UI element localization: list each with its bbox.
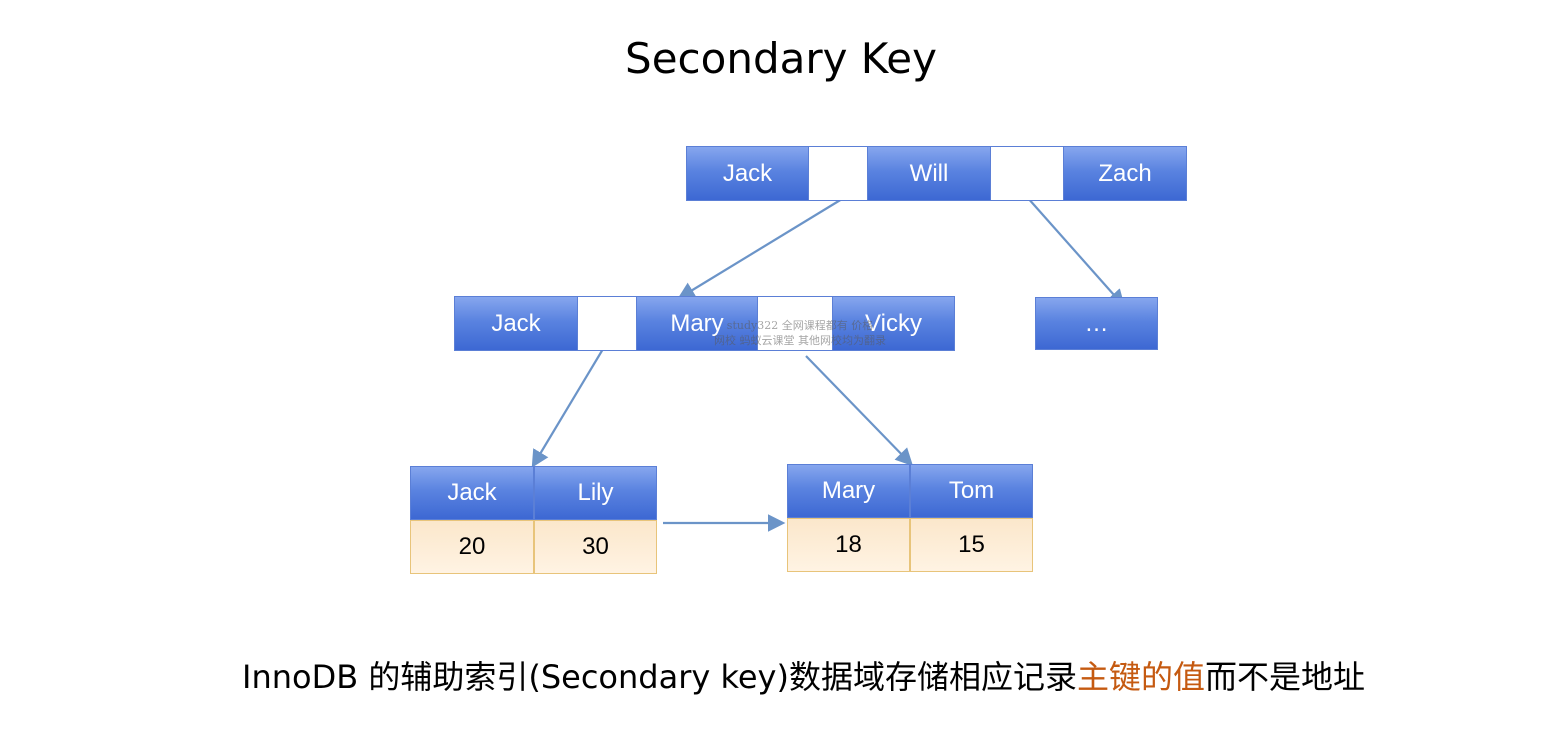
- caption: InnoDB 的辅助索引(Secondary key)数据域存储相应记录主键的值…: [242, 652, 1365, 698]
- level2-pointer-2: [758, 296, 832, 351]
- leaf2-value-1: 18: [787, 518, 910, 572]
- page-title: Secondary Key: [625, 34, 937, 83]
- edge-mid-to-leaf1: [531, 348, 604, 468]
- leaf2-key-tom: Tom: [910, 464, 1033, 518]
- watermark-line-2: 网校 蚂蚁云课堂 其他网校均为翻录: [714, 334, 886, 347]
- leaf1-value-1: 20: [410, 520, 534, 574]
- level2-other-node: …: [1035, 297, 1158, 350]
- root-key-will: Will: [867, 146, 991, 201]
- root-key-jack: Jack: [686, 146, 809, 201]
- leaf2-value-2: 15: [910, 518, 1033, 572]
- root-pointer-2: [991, 146, 1063, 201]
- level2-key-vicky: Vicky: [832, 296, 955, 351]
- level2-key-mary: Mary: [636, 296, 758, 351]
- watermark-text: study322 全网课程都有 价格 网校 蚂蚁云课堂 其他网校均为翻录: [690, 318, 910, 348]
- caption-suffix: 而不是地址: [1205, 658, 1366, 696]
- leaf1-key-jack: Jack: [410, 466, 534, 520]
- root-pointer-1: [809, 146, 867, 201]
- leaf1-value-2: 30: [534, 520, 657, 574]
- caption-prefix: InnoDB 的辅助索引(Secondary key)数据域存储相应记录: [242, 658, 1077, 696]
- leaf2-key-mary: Mary: [787, 464, 910, 518]
- level2-key-jack: Jack: [454, 296, 578, 351]
- edge-mid-to-leaf2: [805, 355, 914, 467]
- edge-root-to-left: [677, 198, 843, 300]
- level2-pointer-1: [578, 296, 636, 351]
- leaf1-key-lily: Lily: [534, 466, 657, 520]
- edge-root-to-right: [1026, 196, 1125, 308]
- caption-highlight: 主键的值: [1076, 658, 1205, 696]
- watermark-line-1: study322 全网课程都有 价格: [726, 319, 874, 332]
- root-key-zach: Zach: [1063, 146, 1187, 201]
